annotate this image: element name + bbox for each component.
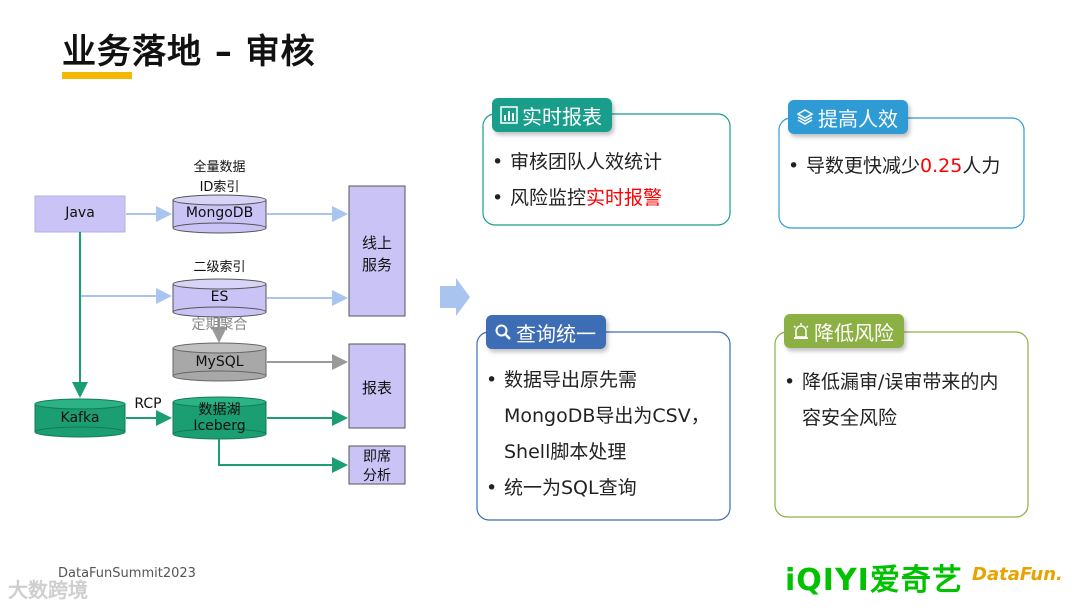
es-label: ES	[210, 289, 229, 305]
adhoc-label-1: 即席	[363, 449, 391, 465]
online-service-box	[348, 185, 406, 317]
iqiyi-logo: iQIYI爱奇艺	[785, 563, 963, 598]
online-label-1: 线上	[361, 234, 392, 252]
tag-reduce-risk: 降低风险	[784, 314, 904, 348]
tag-efficiency-label: 提高人效	[818, 106, 898, 131]
rcp-label: RCP	[134, 396, 162, 412]
adhoc-label-2: 分析	[363, 468, 391, 484]
mongodb-label: MongoDB	[185, 205, 254, 221]
report-label: 报表	[361, 379, 392, 397]
big-arrow	[440, 278, 470, 316]
panel-risk: 降低漏审/误审带来的内 容安全风险	[780, 364, 1025, 436]
kafka-cylinder	[34, 398, 126, 438]
tag-query-label: 查询统一	[516, 321, 596, 346]
panel-realtime: 审核团队人效统计 风险监控实时报警	[488, 144, 726, 216]
online-label-2: 服务	[361, 256, 392, 274]
query-item-1-line-2: MongoDB导出为CSV，	[504, 405, 710, 427]
realtime-item-2: 风险监控实时报警	[488, 180, 726, 216]
tag-efficiency: 提高人效	[788, 100, 908, 134]
layers-icon	[796, 109, 814, 125]
realtime-item-1: 审核团队人效统计	[488, 144, 726, 180]
risk-item-1-line-2: 容安全风险	[802, 407, 898, 429]
mysql-cylinder	[172, 342, 267, 382]
kafka-label: Kafka	[60, 410, 100, 426]
search-icon	[495, 324, 511, 340]
watermark: 大数跨境	[8, 578, 88, 602]
panel-efficiency: 导数更快减少0.25人力	[784, 148, 1020, 184]
es-caption: 二级索引	[193, 260, 246, 275]
efficiency-highlight: 0.25	[920, 155, 963, 177]
realtime-alert-highlight: 实时报警	[586, 187, 663, 209]
datalake-label-1: 数据湖	[198, 402, 241, 418]
es-cylinder	[172, 278, 267, 318]
mongodb-caption-1: 全量数据	[193, 160, 246, 175]
summit-footer: DataFunSummit2023	[58, 566, 196, 581]
datafun-logo: DataFun.	[972, 564, 1063, 585]
aggregation-caption: 定期聚合	[191, 317, 248, 333]
page-title: 业务落地 – 审核	[62, 32, 316, 72]
java-box	[34, 195, 126, 233]
efficiency-item: 导数更快减少0.25人力	[784, 148, 1020, 184]
tag-realtime-label: 实时报表	[522, 104, 602, 129]
tag-unified-query: 查询统一	[486, 315, 606, 349]
lake-to-adhoc-arrow	[218, 439, 348, 473]
bar-chart-icon	[500, 106, 518, 124]
mysql-label: MySQL	[195, 354, 244, 370]
adhoc-box	[348, 445, 406, 485]
title-underline	[62, 72, 132, 79]
panel-query: 数据导出原先需 MongoDB导出为CSV， Shell脚本处理 统一为SQL查…	[482, 362, 727, 506]
datalake-cylinder	[172, 396, 267, 440]
query-item-1: 数据导出原先需	[482, 362, 727, 398]
datalake-label-2: Iceberg	[193, 418, 246, 434]
report-box	[348, 343, 406, 429]
mongodb-caption-2: ID索引	[199, 180, 240, 195]
risk-item-1: 降低漏审/误审带来的内	[780, 364, 1025, 400]
tag-realtime-report: 实时报表	[492, 98, 612, 132]
query-item-1-line-3: Shell脚本处理	[504, 441, 627, 463]
java-label: Java	[65, 205, 95, 221]
query-item-2: 统一为SQL查询	[482, 470, 727, 506]
tag-risk-label: 降低风险	[814, 320, 894, 345]
mongodb-cylinder	[172, 194, 267, 234]
alarm-light-icon	[793, 323, 809, 339]
